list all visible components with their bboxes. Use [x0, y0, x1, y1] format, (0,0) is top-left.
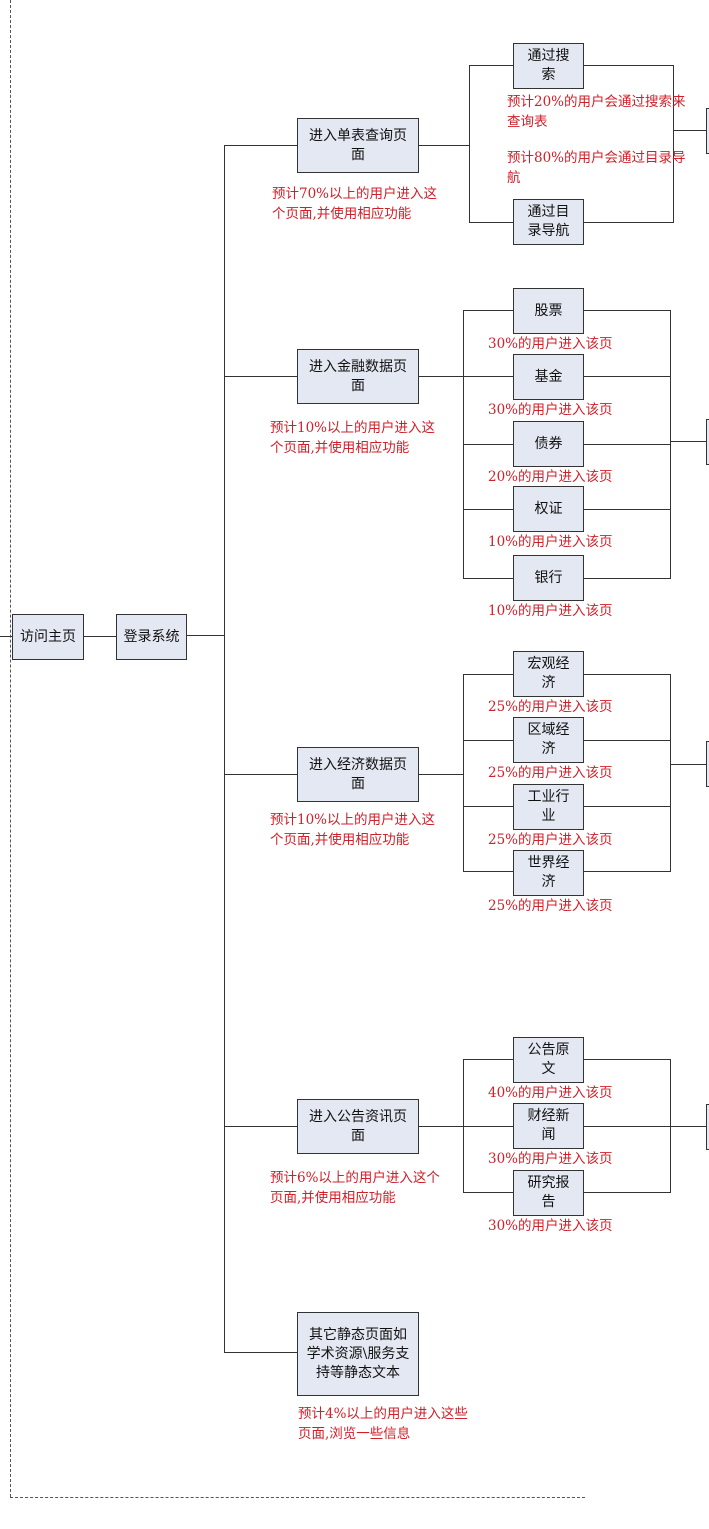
- subpage-node[interactable]: 基金: [513, 354, 584, 400]
- subpage-node[interactable]: 通过搜索: [513, 43, 584, 89]
- connector: [224, 376, 297, 377]
- connector: [0, 636, 12, 637]
- usage-estimate-note: 预计10%以上的用户进入这个页面,并使用相应功能: [270, 812, 436, 848]
- connector: [673, 130, 709, 131]
- subpage-usage-note: 40%的用户进入该页: [488, 1085, 613, 1101]
- subpage-node[interactable]: 通过目录导航: [513, 199, 584, 245]
- connector: [670, 674, 671, 872]
- home-node[interactable]: 访问主页: [12, 614, 84, 660]
- subpage-node[interactable]: 银行: [513, 555, 584, 601]
- subpage-usage-note: 25%的用户进入该页: [488, 765, 613, 781]
- connector: [419, 774, 463, 775]
- connector: [224, 145, 297, 146]
- next-node-partial: [706, 108, 709, 154]
- page-node-1[interactable]: 进入金融数据页面: [297, 349, 419, 404]
- usage-estimate-note: 预计6%以上的用户进入这个页面,并使用相应功能: [270, 1170, 440, 1206]
- dashed-boundary-bottom: [10, 1497, 585, 1498]
- subpage-usage-note: 20%的用户进入该页: [488, 469, 613, 485]
- connector: [469, 65, 470, 223]
- usage-estimate-note: 预计10%以上的用户进入这个页面,并使用相应功能: [270, 420, 436, 456]
- subpage-usage-note: 25%的用户进入该页: [488, 832, 613, 848]
- trunk-line: [224, 145, 225, 1353]
- subpage-node[interactable]: 工业行业: [513, 784, 584, 830]
- subpage-usage-note: 30%的用户进入该页: [488, 1218, 613, 1234]
- subpage-usage-note: 10%的用户进入该页: [488, 603, 613, 619]
- login-node[interactable]: 登录系统: [116, 614, 187, 660]
- connector: [670, 310, 671, 579]
- page-node-3[interactable]: 进入公告资讯页面: [297, 1099, 419, 1154]
- connector: [670, 1126, 706, 1127]
- usage-estimate-note: 预计70%以上的用户进入这个页面,并使用相应功能: [272, 186, 438, 222]
- connector: [419, 145, 469, 146]
- next-node-partial: [706, 1104, 709, 1150]
- subpage-node[interactable]: 世界经济: [513, 850, 584, 896]
- subpage-usage-note: 30%的用户进入该页: [488, 336, 613, 352]
- usage-estimate-note: 预计4%以上的用户进入这些页面,浏览一些信息: [298, 1406, 468, 1442]
- subpage-node[interactable]: 研究报告: [513, 1170, 584, 1216]
- connector: [463, 674, 464, 872]
- connector: [670, 441, 706, 442]
- dashed-boundary-left: [10, 0, 11, 1497]
- page-node-2[interactable]: 进入经济数据页面: [297, 747, 419, 802]
- connector: [224, 1126, 297, 1127]
- subpage-node[interactable]: 股票: [513, 288, 584, 334]
- subpage-node[interactable]: 区域经济: [513, 717, 584, 763]
- connector: [419, 376, 463, 377]
- subpage-node[interactable]: 权证: [513, 486, 584, 532]
- subpage-node[interactable]: 公告原文: [513, 1037, 584, 1083]
- connector: [224, 1352, 297, 1353]
- subpage-usage-note: 10%的用户进入该页: [488, 534, 613, 550]
- connector: [224, 774, 297, 775]
- subpage-usage-note: 预计20%的用户会通过搜索来查询表: [507, 94, 686, 130]
- subpage-usage-note: 30%的用户进入该页: [488, 402, 613, 418]
- next-node-partial: [706, 741, 709, 787]
- connector: [84, 636, 116, 637]
- subpage-usage-note: 预计80%的用户会通过目录导航: [507, 150, 686, 186]
- subpage-node[interactable]: 债券: [513, 421, 584, 467]
- connector: [673, 65, 674, 223]
- connector: [187, 635, 224, 636]
- subpage-usage-note: 30%的用户进入该页: [488, 1151, 613, 1167]
- connector: [670, 764, 706, 765]
- subpage-node[interactable]: 宏观经济: [513, 651, 584, 697]
- page-node-4[interactable]: 其它静态页面如学术资源\服务支持等静态文本: [297, 1312, 419, 1396]
- subpage-node[interactable]: 财经新闻: [513, 1103, 584, 1149]
- subpage-usage-note: 25%的用户进入该页: [488, 699, 613, 715]
- next-node-partial: [706, 419, 709, 465]
- page-node-0[interactable]: 进入单表查询页面: [297, 118, 419, 173]
- connector: [419, 1126, 463, 1127]
- subpage-usage-note: 25%的用户进入该页: [488, 898, 613, 914]
